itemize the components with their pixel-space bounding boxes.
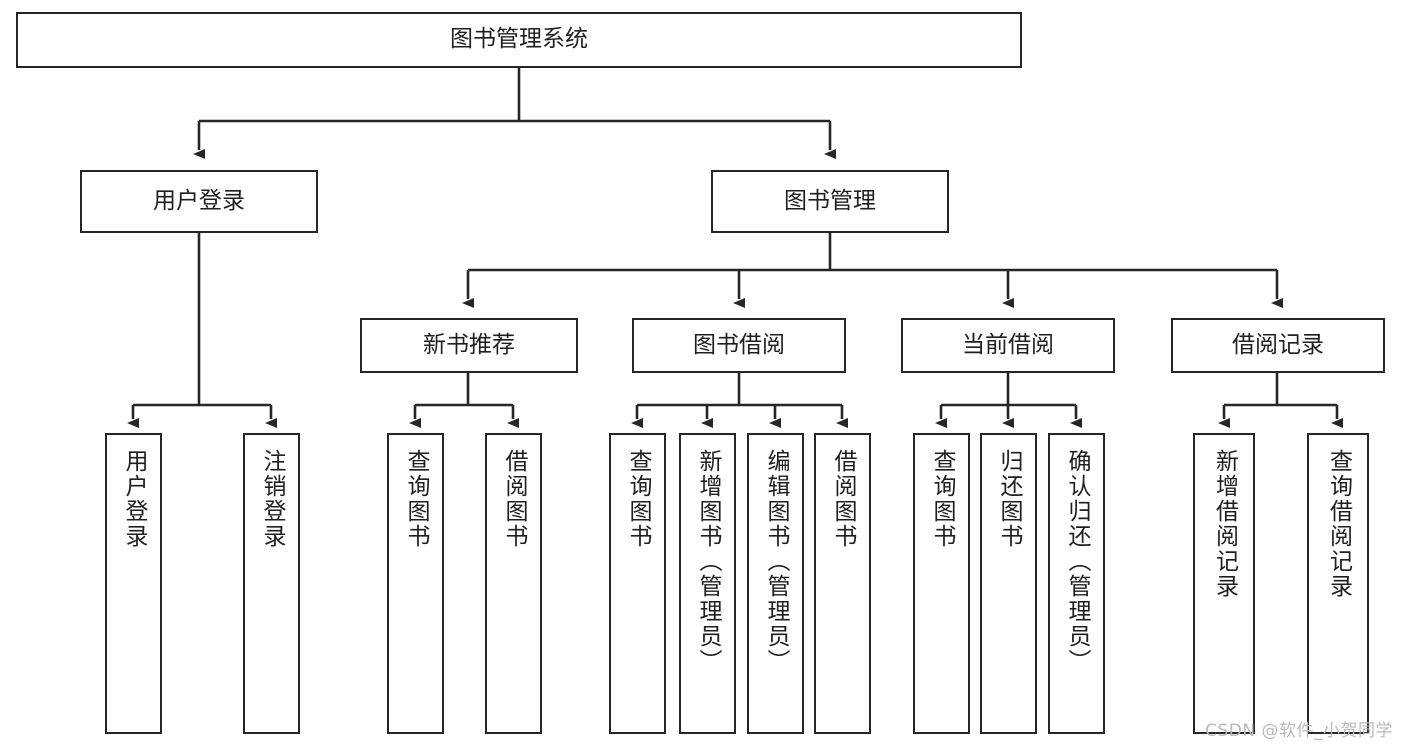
leaf-borrow-record-query[interactable]: 查询借阅记录 (1307, 433, 1369, 734)
leaf-book-borrow-edit[interactable]: 编辑图书（管理员） (747, 433, 804, 734)
node-label: 查询图书 (625, 449, 651, 549)
node-label: 查询图书 (403, 449, 429, 549)
node-label: 借阅图书 (830, 449, 856, 549)
node-label: 用户登录 (121, 449, 147, 549)
node-label: 新增借阅记录 (1211, 449, 1238, 599)
leaf-current-borrow-query[interactable]: 查询图书 (913, 433, 970, 734)
leaf-book-borrow-add[interactable]: 新增图书（管理员） (679, 433, 736, 734)
node-book-borrow[interactable]: 图书借阅 (632, 318, 846, 373)
node-label: 图书借阅 (693, 331, 785, 358)
node-label: 新书推荐 (423, 331, 515, 358)
leaf-new-book-query[interactable]: 查询图书 (387, 433, 444, 734)
node-label: 查询借阅记录 (1325, 449, 1352, 599)
node-borrow-record[interactable]: 借阅记录 (1171, 318, 1385, 373)
node-label: 图书管理 (784, 187, 876, 214)
leaf-current-borrow-confirm-return[interactable]: 确认归还（管理员） (1048, 433, 1105, 734)
node-new-book-recommend[interactable]: 新书推荐 (360, 318, 578, 373)
node-label: 借阅图书 (501, 449, 527, 549)
node-book-management[interactable]: 图书管理 (711, 170, 949, 233)
node-label: 图书管理系统 (450, 26, 588, 53)
node-label: 归还图书 (996, 449, 1022, 549)
node-label: 编辑图书（管理员） (763, 449, 789, 674)
leaf-user-login-logout[interactable]: 注销登录 (243, 433, 300, 734)
leaf-current-borrow-return[interactable]: 归还图书 (980, 433, 1037, 734)
node-label: 注销登录 (259, 449, 285, 549)
leaf-borrow-record-add[interactable]: 新增借阅记录 (1193, 433, 1255, 734)
node-label: 新增图书（管理员） (695, 449, 721, 674)
leaf-new-book-borrow[interactable]: 借阅图书 (485, 433, 542, 734)
node-user-login[interactable]: 用户登录 (80, 170, 318, 233)
leaf-user-login-login[interactable]: 用户登录 (105, 433, 162, 734)
node-label: 查询图书 (929, 449, 955, 549)
node-label: 用户登录 (153, 187, 245, 214)
watermark: CSDN @软件_小贺同学 (1205, 721, 1393, 741)
leaf-book-borrow-query[interactable]: 查询图书 (609, 433, 666, 734)
leaf-book-borrow-borrow[interactable]: 借阅图书 (814, 433, 871, 734)
node-root-system[interactable]: 图书管理系统 (16, 12, 1022, 68)
node-label: 借阅记录 (1232, 331, 1324, 358)
node-current-borrow[interactable]: 当前借阅 (901, 318, 1115, 373)
node-label: 当前借阅 (962, 331, 1054, 358)
node-label: 确认归还（管理员） (1064, 449, 1090, 674)
